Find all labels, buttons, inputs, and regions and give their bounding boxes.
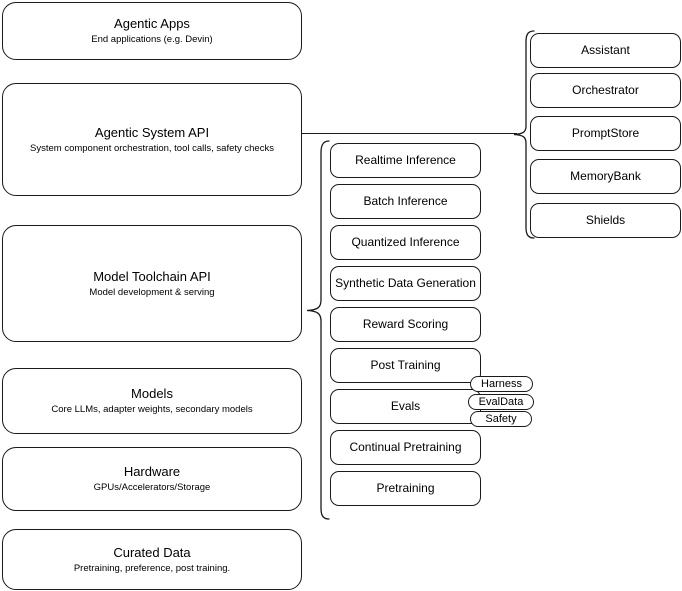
layer-agentic-apps[interactable]: Agentic Apps End applications (e.g. Devi… [2, 2, 302, 60]
evals-badge-harness[interactable]: Harness [470, 376, 533, 392]
component-promptstore[interactable]: PromptStore [530, 116, 681, 151]
evals-badge-label: Harness [481, 377, 522, 390]
brace-system-components [513, 30, 535, 240]
component-memorybank[interactable]: MemoryBank [530, 159, 681, 194]
component-label: PromptStore [571, 126, 640, 140]
evals-badge-label: EvalData [478, 395, 524, 408]
layer-subtitle: GPUs/Accelerators/Storage [93, 482, 211, 493]
capability-pretraining[interactable]: Pretraining [330, 471, 481, 506]
layer-subtitle: Pretraining, preference, post training. [73, 562, 231, 574]
component-label: MemoryBank [570, 169, 641, 183]
layer-title: Curated Data [113, 544, 191, 560]
capability-post-training[interactable]: Post Training [330, 348, 481, 383]
capability-continual-pretraining[interactable]: Continual Pretraining [330, 430, 481, 465]
layer-hardware[interactable]: Hardware GPUs/Accelerators/Storage [2, 447, 302, 511]
component-label: Shields [585, 213, 626, 227]
capability-label: Post Training [370, 358, 441, 372]
capability-label: Batch Inference [363, 194, 448, 208]
capability-reward-scoring[interactable]: Reward Scoring [330, 307, 481, 342]
layer-title: Models [131, 386, 173, 401]
capability-label: Continual Pretraining [349, 440, 462, 454]
capability-synthetic-data-generation[interactable]: Synthetic Data Generation [330, 266, 481, 301]
layer-subtitle: Core LLMs, adapter weights, secondary mo… [51, 404, 253, 415]
capability-label: Quantized Inference [351, 235, 460, 249]
capability-label: Pretraining [376, 481, 435, 495]
capability-label: Realtime Inference [355, 153, 456, 167]
evals-badge-evaldata[interactable]: EvalData [468, 394, 534, 410]
component-assistant[interactable]: Assistant [530, 33, 681, 68]
connector-system-api-to-components [302, 133, 517, 134]
component-orchestrator[interactable]: Orchestrator [530, 73, 681, 108]
layer-curated-data[interactable]: Curated Data Pretraining, preference, po… [2, 529, 302, 590]
layer-agentic-system-api[interactable]: Agentic System API System component orch… [2, 83, 302, 196]
component-label: Orchestrator [572, 83, 639, 97]
capability-realtime-inference[interactable]: Realtime Inference [330, 143, 481, 178]
capability-label: Reward Scoring [362, 317, 449, 331]
layer-models[interactable]: Models Core LLMs, adapter weights, secon… [2, 368, 302, 434]
evals-badge-safety[interactable]: Safety [470, 411, 532, 427]
layer-title: Agentic System API [94, 124, 210, 140]
layer-title: Hardware [123, 464, 181, 479]
layer-title: Agentic Apps [114, 16, 190, 31]
layer-subtitle: System component orchestration, tool cal… [30, 142, 274, 154]
capability-evals[interactable]: Evals [330, 389, 481, 424]
capability-label: Evals [390, 399, 421, 413]
capability-label: Synthetic Data Generation [335, 276, 476, 290]
evals-badge-label: Safety [485, 412, 517, 425]
component-shields[interactable]: Shields [530, 203, 681, 238]
layer-subtitle: Model development & serving [89, 286, 215, 298]
brace-toolchain-capabilities [306, 140, 330, 520]
layer-model-toolchain-api[interactable]: Model Toolchain API Model development & … [2, 225, 302, 342]
capability-batch-inference[interactable]: Batch Inference [330, 184, 481, 219]
component-label: Assistant [581, 43, 630, 57]
layer-subtitle: End applications (e.g. Devin) [91, 34, 213, 45]
layer-title: Model Toolchain API [93, 268, 211, 284]
capability-quantized-inference[interactable]: Quantized Inference [330, 225, 481, 260]
